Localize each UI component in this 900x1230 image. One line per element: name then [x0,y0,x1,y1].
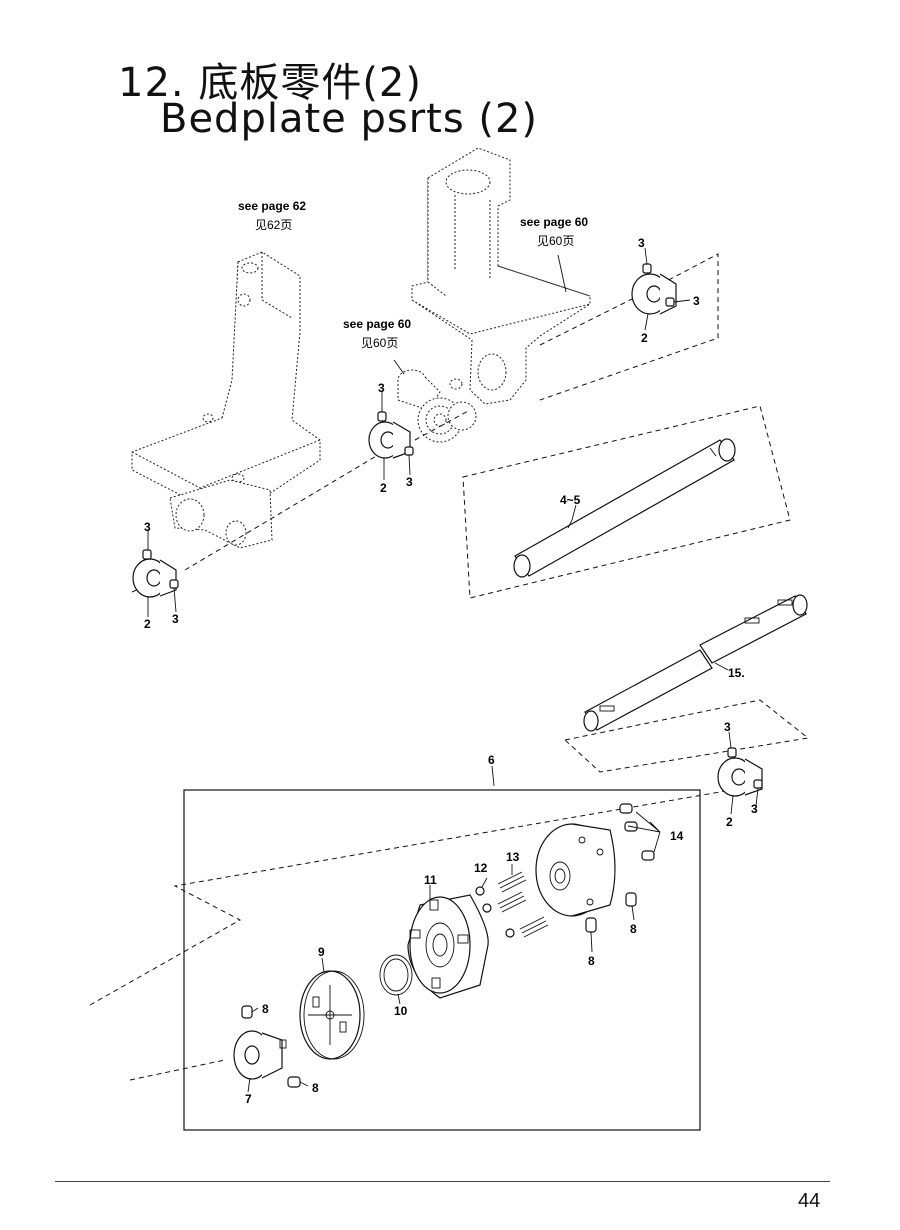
callout-2-b: 2 [380,481,387,495]
ref-middle-en: see page 60 [343,317,411,331]
callout-3-g: 3 [724,720,731,734]
part-14-screws [619,803,655,861]
callout-3-a: 3 [638,236,645,250]
callout-6: 6 [488,753,495,767]
callout-11: 11 [424,873,437,887]
part-10-snap-ring [379,954,413,996]
callout-3-d: 3 [406,475,413,489]
collar-lower-right [717,747,763,797]
bottom-rule [55,1181,830,1182]
callout-3-h: 3 [751,802,758,816]
shaft-4-5 [513,438,736,578]
collar-lower-left [132,549,179,598]
callout-2-c: 2 [144,617,151,631]
page-title-cn: 12. 底板零件(2) [118,60,422,106]
callout-8-c: 8 [262,1002,269,1016]
callout-8-b: 8 [588,954,595,968]
callout-12: 12 [474,861,488,875]
gear-assembly-ghost [397,369,477,443]
part-6-cam-body [535,823,616,917]
collar-middle [368,411,414,459]
shaft-15 [583,594,808,732]
ref-right-en: see page 60 [520,215,588,229]
page-number: 44 [798,1190,821,1212]
part-9-disc [299,970,365,1060]
callout-3-b: 3 [693,294,700,308]
assembly-box-6 [183,789,701,1131]
leader-lines [147,247,759,1093]
callout-7: 7 [245,1092,252,1106]
part-11-housing [407,894,489,999]
callout-2-a: 2 [641,331,648,345]
ref-left-cn: 见62页 [255,218,292,232]
callout-2-d: 2 [726,815,733,829]
collar-upper-right [631,263,677,315]
callout-15: 15. [728,666,745,680]
bedplate-left-arm [131,251,321,549]
callout-3-f: 3 [172,612,179,626]
ref-right-cn: 见60页 [537,234,574,248]
callout-10: 10 [394,1004,408,1018]
part-12-balls [475,886,515,938]
part-8-screws [241,892,637,1088]
callout-4-5: 4~5 [560,493,581,507]
callout-13: 13 [506,850,520,864]
ref-middle-cn: 见60页 [361,336,398,350]
page-title-en: Bedplate psrts (2) [160,96,539,142]
callout-3-e: 3 [144,520,151,534]
part-13-springs [497,871,549,938]
part-7-collar [233,1030,287,1080]
callout-14: 14 [670,829,684,843]
ref-left-en: see page 62 [238,199,306,213]
callout-3-c: 3 [378,381,385,395]
callout-9: 9 [318,945,325,959]
callout-8-d: 8 [312,1081,319,1095]
callout-8-a: 8 [630,922,637,936]
bedplate-right-housing [411,147,591,405]
